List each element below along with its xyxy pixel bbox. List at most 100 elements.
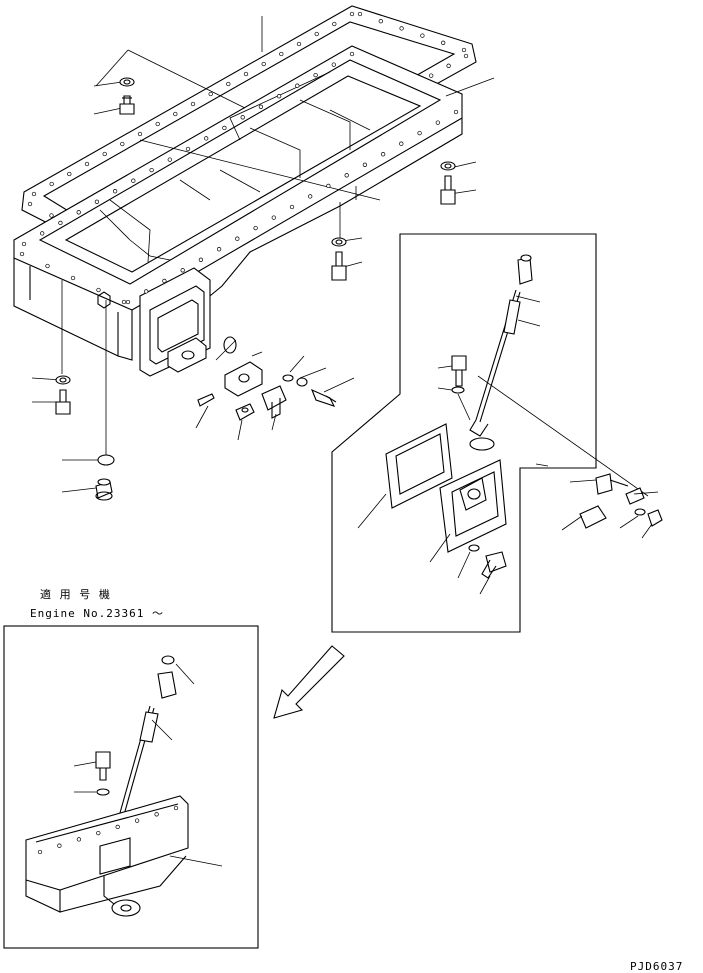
gasket-bolt-hole bbox=[349, 11, 355, 17]
washer-right bbox=[440, 161, 456, 171]
bolt-right bbox=[440, 175, 456, 205]
washer-top-left bbox=[119, 77, 135, 87]
pan-bolt-hole bbox=[167, 157, 172, 162]
washer-left bbox=[55, 375, 71, 385]
bolt-center bbox=[331, 251, 347, 281]
pan-bolt-hole bbox=[204, 136, 209, 141]
pan-bolt-hole bbox=[313, 72, 318, 78]
drain-leaders bbox=[195, 339, 355, 441]
pan-bolt-hole bbox=[308, 194, 313, 199]
gasket-bolt-hole bbox=[49, 181, 54, 187]
pan-bolt-hole bbox=[258, 104, 264, 109]
dipstick-detail-panel bbox=[331, 233, 649, 633]
pan-bolt-hole bbox=[19, 251, 25, 257]
gasket-bolt-hole bbox=[446, 63, 451, 68]
pan-bolt-hole bbox=[276, 94, 282, 99]
gasket-bolt-hole bbox=[226, 81, 231, 87]
gasket-bolt-hole bbox=[296, 41, 302, 47]
pan-bolt-hole bbox=[131, 178, 136, 183]
pan-bolt-hole bbox=[240, 115, 245, 120]
pan-bolt-hole bbox=[96, 830, 101, 836]
gasket-bolt-hole bbox=[49, 213, 54, 218]
gasket-bolt-hole bbox=[261, 61, 266, 67]
gasket-bolt-hole bbox=[420, 33, 425, 38]
pan-bolt-hole bbox=[253, 225, 258, 231]
pan-bolt-hole bbox=[96, 287, 101, 293]
pan-bolt-hole bbox=[331, 62, 336, 67]
pan-bolt-hole bbox=[198, 257, 204, 262]
pan-bolt-hole bbox=[380, 152, 386, 157]
pan-bolt-hole bbox=[76, 210, 81, 215]
alternate-detail-panel bbox=[3, 625, 259, 949]
gasket-bolt-hole bbox=[378, 19, 383, 24]
pan-bolt-hole bbox=[154, 812, 159, 817]
pan-bolt-hole bbox=[235, 236, 240, 241]
pan-bolt-hole bbox=[399, 141, 404, 146]
pan-bolt-hole bbox=[115, 824, 120, 830]
pan-bolt-hole bbox=[94, 199, 100, 204]
pan-bolt-hole bbox=[435, 120, 440, 125]
pan-bolt-hole bbox=[112, 189, 118, 194]
bolt-left bbox=[55, 389, 71, 415]
gasket-bolt-hole bbox=[463, 53, 469, 59]
pan-bolt-hole bbox=[326, 183, 331, 189]
gasket-bolt-hole bbox=[441, 40, 446, 45]
pan-bolt-hole bbox=[344, 173, 349, 178]
gasket-bolt-hole bbox=[190, 101, 196, 107]
pan-bolt-hole bbox=[58, 220, 63, 226]
pan-bolt-hole bbox=[362, 162, 368, 167]
gasket-bolt-hole bbox=[357, 11, 363, 17]
gasket-bolt-hole bbox=[120, 141, 125, 147]
gasket-bolt-hole bbox=[279, 51, 284, 57]
pan-bolt-hole bbox=[125, 299, 131, 305]
oil-pan bbox=[13, 45, 463, 377]
pan-bolt-hole bbox=[37, 849, 43, 855]
engine-number: Engine No.23361 ～ bbox=[30, 607, 164, 620]
drain-plug bbox=[95, 478, 113, 501]
pan-bolt-hole bbox=[289, 204, 295, 210]
pan-bolt-hole bbox=[173, 805, 179, 811]
pan-bolt-hole bbox=[76, 837, 82, 842]
gasket-bolt-hole bbox=[31, 191, 37, 197]
gasket-bolt-hole bbox=[314, 31, 319, 37]
pan-bolt-hole bbox=[40, 231, 45, 236]
gasket-bolt-hole bbox=[461, 47, 467, 53]
pan-bolt-hole bbox=[45, 263, 50, 269]
pan-bolt-hole bbox=[417, 130, 422, 136]
gasket-bolt-hole bbox=[208, 91, 213, 97]
pan-bolt-hole bbox=[134, 818, 140, 823]
gasket-bolt-hole bbox=[332, 21, 337, 27]
gasket-bolt-hole bbox=[67, 171, 72, 177]
gasket-bolt-hole bbox=[243, 71, 249, 77]
pan-bolt-hole bbox=[162, 278, 167, 284]
gasket-bolt-hole bbox=[399, 26, 404, 31]
gasket-bolt-hole bbox=[173, 111, 178, 117]
pan-bolt-hole bbox=[149, 167, 154, 173]
pan-bolt-hole bbox=[57, 843, 62, 848]
pan-bolt-hole bbox=[216, 247, 222, 252]
drain-parts bbox=[197, 336, 337, 421]
pan-bolt-hole bbox=[271, 215, 276, 220]
gasket-bolt-hole bbox=[102, 151, 107, 157]
pan-bolt-hole bbox=[70, 275, 76, 281]
washer-center bbox=[331, 237, 347, 247]
bolt-top-left bbox=[119, 95, 135, 115]
gasket-bolt-hole bbox=[155, 121, 160, 127]
gasket-bolt-hole bbox=[429, 73, 434, 78]
pan-bolt-hole bbox=[453, 109, 459, 115]
drawing-code: PJD6037 bbox=[630, 960, 683, 973]
gasket-bolt-hole bbox=[27, 201, 33, 207]
pan-bolt-hole bbox=[180, 268, 185, 273]
pan-bolt-hole bbox=[349, 51, 355, 57]
pan-bolt-hole bbox=[295, 83, 300, 88]
pan-bolt-hole bbox=[21, 241, 27, 247]
pan-bolt-hole bbox=[121, 299, 127, 305]
drain-gasket bbox=[97, 454, 115, 466]
clamp-hardware bbox=[561, 473, 663, 539]
pan-bolt-hole bbox=[222, 125, 227, 131]
pan-bolt-hole bbox=[185, 146, 191, 152]
gasket-bolt-hole bbox=[84, 161, 90, 167]
pan-bolt-hole bbox=[144, 289, 149, 294]
applicable-heading: 適 用 号 機 bbox=[40, 587, 111, 601]
